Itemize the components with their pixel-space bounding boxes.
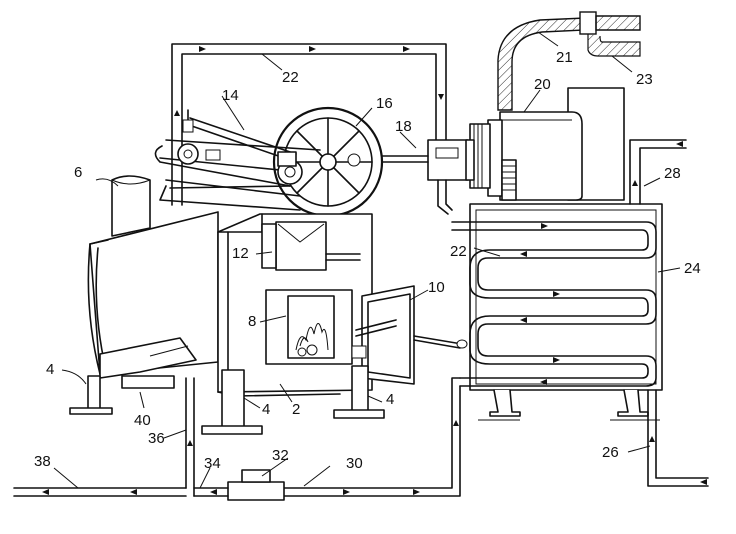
leg-middle xyxy=(201,369,263,435)
hopper-40 xyxy=(121,375,175,389)
linkage-14 xyxy=(154,109,321,211)
pipe-28 xyxy=(629,139,687,205)
label-23: 23 xyxy=(636,71,653,88)
label-20: 20 xyxy=(534,76,551,93)
label-24: 24 xyxy=(684,260,701,277)
label-4-middle: 4 xyxy=(262,401,270,418)
collector-32 xyxy=(227,469,285,501)
label-22-top: 22 xyxy=(282,69,299,86)
label-6: 6 xyxy=(74,164,82,181)
label-21: 21 xyxy=(556,49,573,66)
pipe-36 xyxy=(185,377,195,497)
label-8: 8 xyxy=(248,313,256,330)
pipe-38 xyxy=(13,487,229,497)
pipe-26 xyxy=(647,389,709,487)
leg-right xyxy=(333,365,385,419)
label-2: 2 xyxy=(292,401,300,418)
label-10: 10 xyxy=(428,279,445,296)
reference-numerals: 6 14 16 18 20 21 22 23 22 24 28 26 30 32… xyxy=(34,49,701,472)
label-18: 18 xyxy=(395,118,412,135)
firebox-8 xyxy=(265,289,353,365)
label-16: 16 xyxy=(376,95,393,112)
label-12: 12 xyxy=(232,245,249,262)
label-4-left: 4 xyxy=(46,361,54,378)
label-30: 30 xyxy=(346,455,363,472)
label-28: 28 xyxy=(664,165,681,182)
drum-cylinder xyxy=(87,211,219,379)
chimney-6 xyxy=(111,175,151,237)
control-box-12 xyxy=(261,221,361,271)
label-14: 14 xyxy=(222,87,239,104)
heat-exchanger-24 xyxy=(451,203,663,421)
label-36: 36 xyxy=(148,430,165,447)
leg-left xyxy=(69,375,113,415)
label-32: 32 xyxy=(272,447,289,464)
label-26: 26 xyxy=(602,444,619,461)
pipe-22-top xyxy=(171,43,447,206)
label-40: 40 xyxy=(134,412,151,429)
label-22-exchanger: 22 xyxy=(450,243,467,260)
label-4-right: 4 xyxy=(386,391,394,408)
pipe-30 xyxy=(283,377,461,497)
blower-20 xyxy=(469,87,625,201)
leader-lines xyxy=(53,31,681,489)
label-34: 34 xyxy=(204,455,221,472)
label-38: 38 xyxy=(34,453,51,470)
door-10 xyxy=(351,285,468,385)
duct-23 xyxy=(587,34,641,57)
valve-18 xyxy=(371,139,475,215)
